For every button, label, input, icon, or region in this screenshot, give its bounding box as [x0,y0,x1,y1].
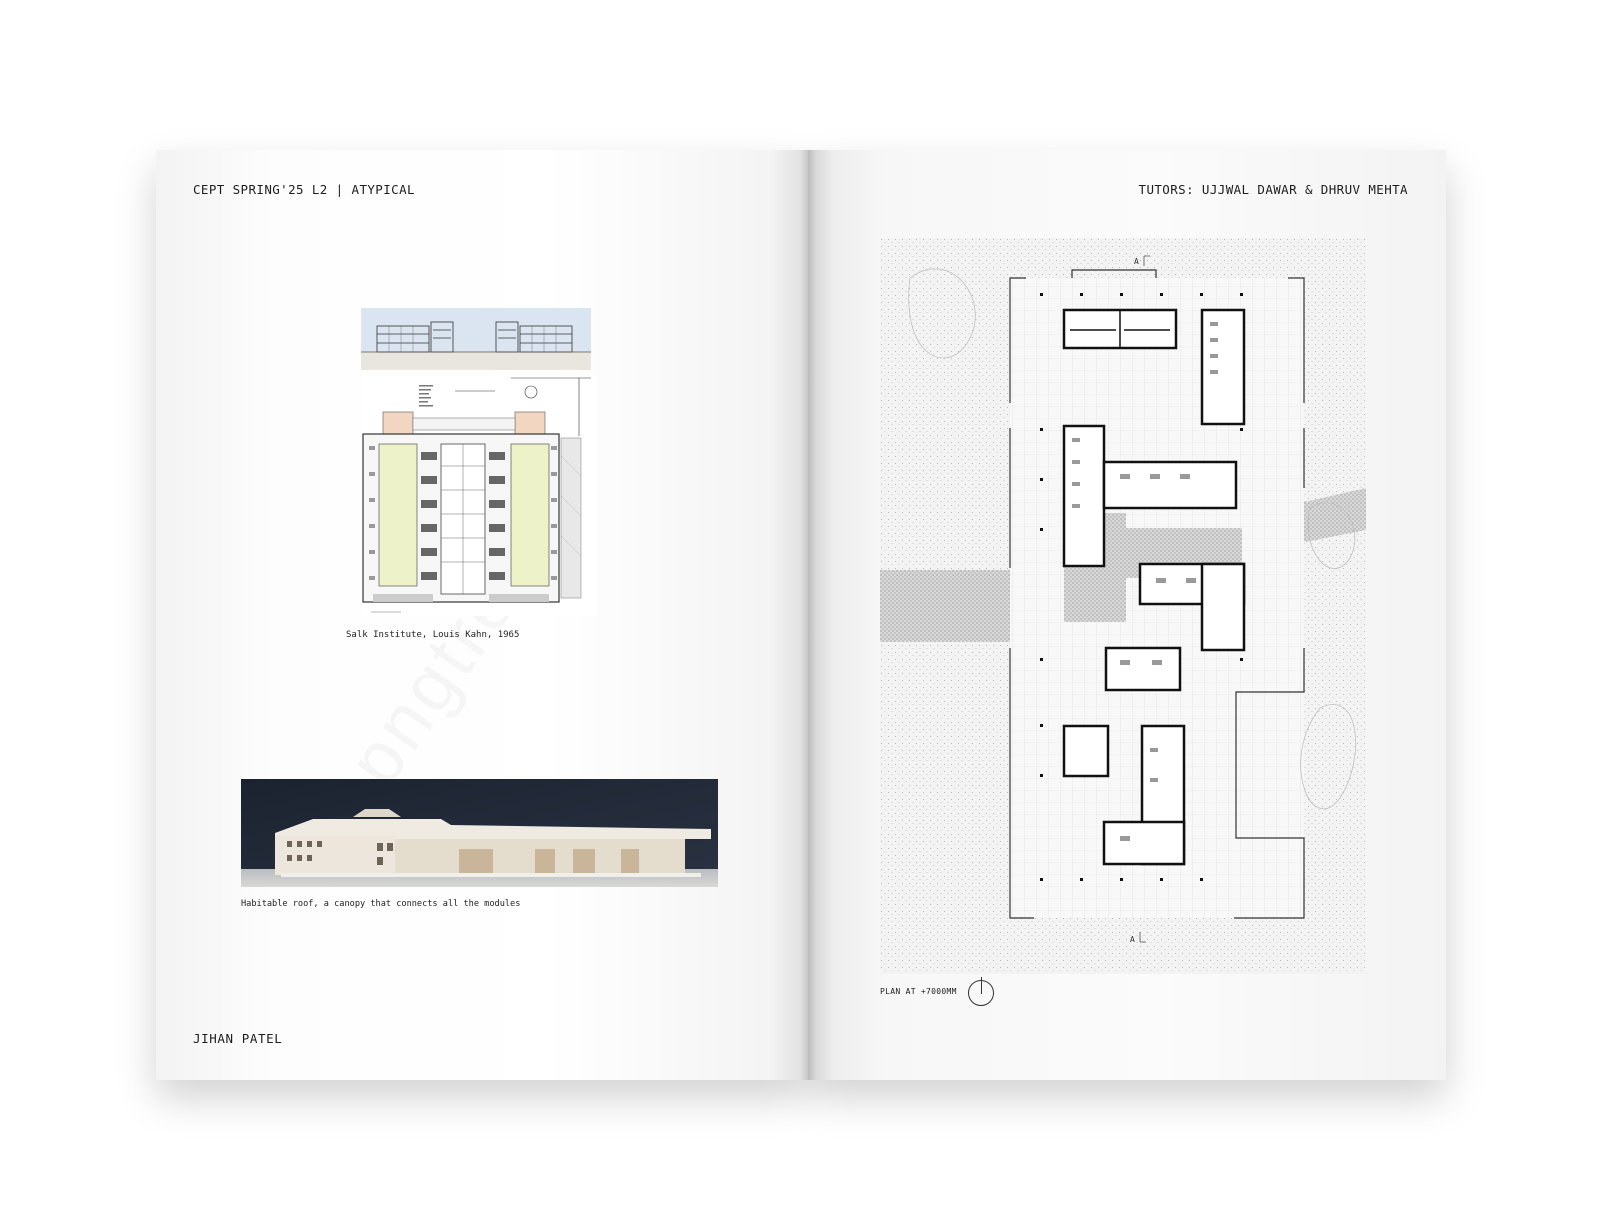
roof-caption: Habitable roof, a canopy that connects a… [241,899,521,909]
book-spine [800,150,816,1080]
section-marker-top: A [1134,257,1139,266]
salk-caption: Salk Institute, Louis Kahn, 1965 [346,630,520,640]
site-plan-drawing: A A [880,238,1366,974]
salk-section-drawing [361,308,591,370]
model-photo [241,779,718,887]
right-page-header: TUTORS: UJJWAL DAWAR & DHRUV MEHTA [1138,182,1408,197]
north-arrow-icon [968,977,994,1006]
left-page-header: CEPT SPRING'25 L2 | ATYPICAL [193,182,415,197]
author-name: JIHAN PATEL [193,1031,283,1046]
plan-caption: PLAN AT +7000MM [880,987,957,996]
section-marker-bottom: A [1130,935,1135,944]
salk-plan-drawing [361,376,597,616]
